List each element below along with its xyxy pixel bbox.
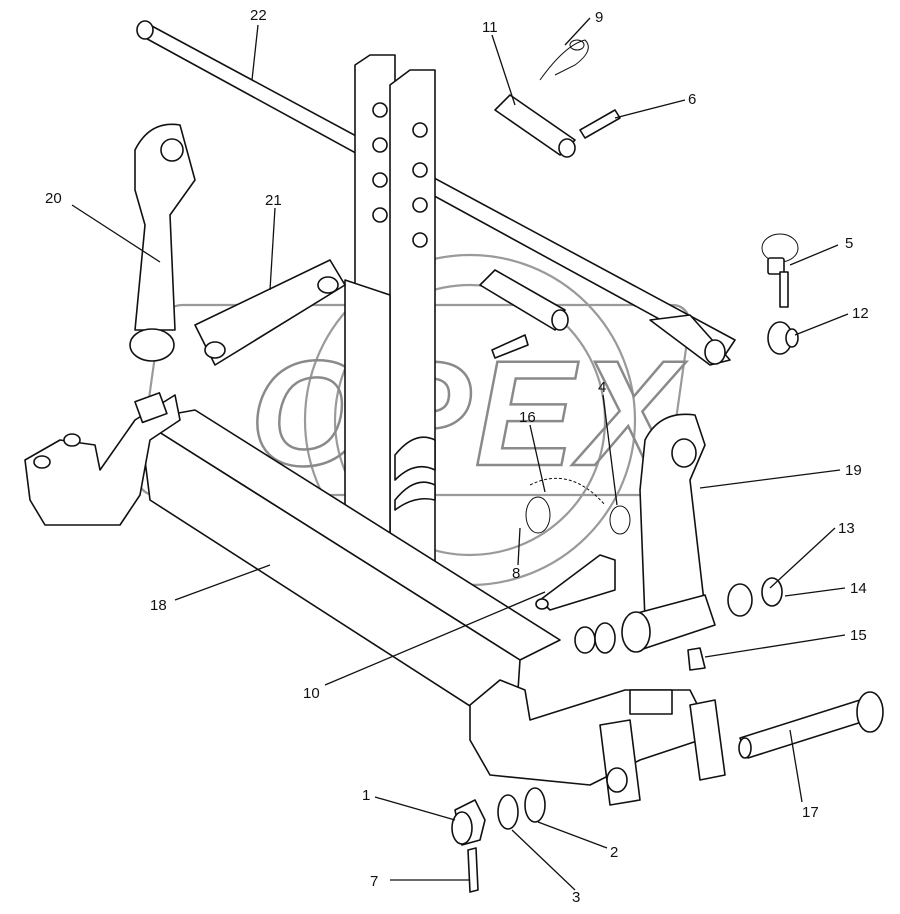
part-19-right-arm bbox=[621, 413, 716, 653]
callout-5: 5 bbox=[845, 235, 853, 252]
callout-6: 6 bbox=[688, 91, 696, 108]
part-5-linch-pin bbox=[761, 233, 799, 308]
callout-2: 2 bbox=[610, 844, 618, 861]
callout-19: 19 bbox=[845, 462, 862, 479]
callout-3: 3 bbox=[572, 889, 580, 906]
callout-15: 15 bbox=[850, 627, 867, 644]
callout-12: 12 bbox=[852, 305, 869, 322]
part-6-roll-pin bbox=[579, 109, 621, 139]
callout-8: 8 bbox=[512, 565, 520, 582]
callout-21: 21 bbox=[265, 192, 282, 209]
upright-holes bbox=[372, 102, 428, 248]
callout-13: 13 bbox=[838, 520, 855, 537]
part-16-chain bbox=[525, 477, 631, 535]
callout-numbers: 22 11 9 6 20 21 5 12 4 16 19 8 13 14 15 … bbox=[45, 7, 869, 906]
callout-20: 20 bbox=[45, 190, 62, 207]
callout-10: 10 bbox=[303, 685, 320, 702]
bearings bbox=[574, 577, 783, 654]
part-21-link-bar bbox=[194, 259, 346, 366]
watermark-logo: OPEX bbox=[136, 253, 691, 587]
callout-14: 14 bbox=[850, 580, 867, 597]
callout-7: 7 bbox=[370, 873, 378, 890]
part-11-pin bbox=[494, 94, 576, 158]
watermark-text: OPEX bbox=[250, 329, 687, 497]
callout-18: 18 bbox=[150, 597, 167, 614]
callout-22: 22 bbox=[250, 7, 267, 24]
callout-16: 16 bbox=[519, 409, 536, 426]
leader-lines bbox=[71, 17, 849, 891]
callout-11: 11 bbox=[482, 19, 498, 36]
callout-17: 17 bbox=[802, 804, 819, 821]
part-22-cross-shaft bbox=[136, 20, 736, 366]
nut-and-washers bbox=[451, 787, 546, 893]
callout-4: 4 bbox=[598, 379, 606, 396]
right-end-hook bbox=[469, 679, 726, 806]
part-12-collar bbox=[767, 321, 799, 355]
middle-pin bbox=[479, 269, 569, 359]
part-20-lift-arm bbox=[129, 123, 196, 362]
part-17-pivot-pin bbox=[738, 691, 884, 759]
part-15-grease-nipple bbox=[687, 647, 706, 671]
callout-9: 9 bbox=[595, 9, 603, 26]
part-9-spring-clip bbox=[539, 39, 589, 81]
callout-1: 1 bbox=[362, 787, 370, 804]
part-10-pin bbox=[535, 554, 616, 611]
